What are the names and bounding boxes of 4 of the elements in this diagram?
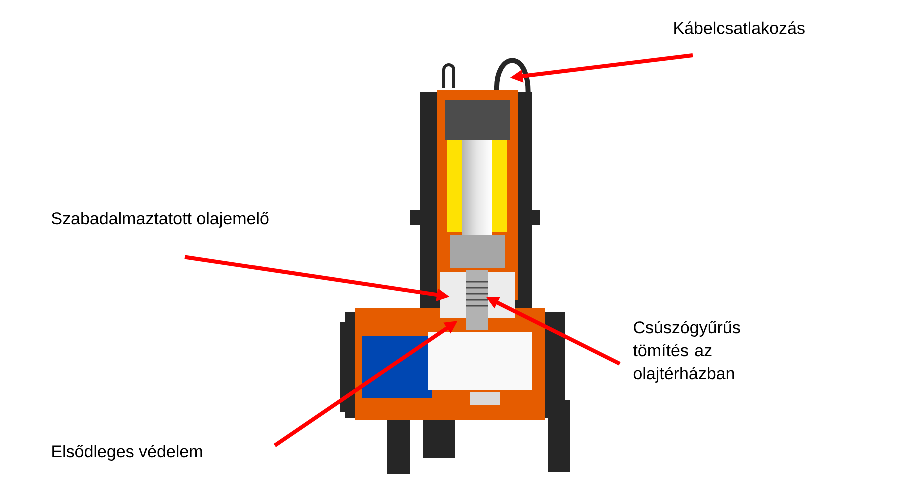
callout-label: Szabadalmaztatott olajemelő <box>52 212 269 228</box>
callout-label: Elsődleges védelem <box>52 444 202 461</box>
callout-label: Kábelcsatlakozás <box>674 22 805 34</box>
callout-label: Csúszógyűrűs tömítés az olajtérházban <box>633 320 740 383</box>
